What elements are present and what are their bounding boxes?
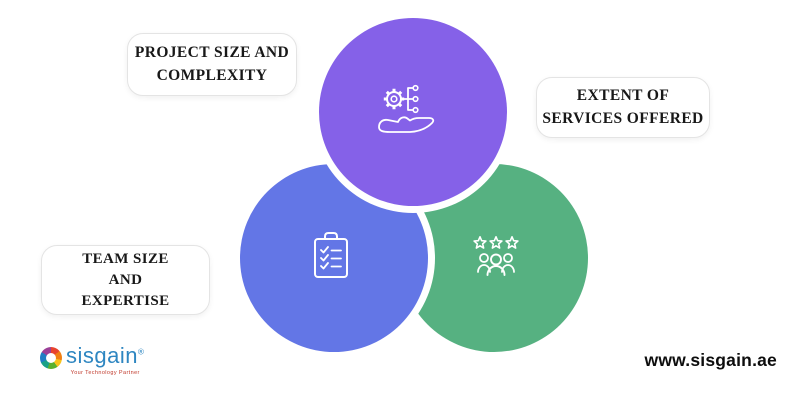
website-url: www.sisgain.ae <box>644 350 777 370</box>
logo-tagline: Your Technology Partner <box>70 370 140 376</box>
checklist-rows <box>320 246 342 270</box>
label-extent-of-services: EXTENT OF SERVICES OFFERED <box>536 77 710 138</box>
label-team-size-expertise: TEAM SIZE AND EXPERTISE <box>41 245 210 315</box>
label-line: SERVICES OFFERED <box>542 109 704 127</box>
gear-network-hand-icon <box>378 84 435 133</box>
clipboard-body <box>314 238 348 278</box>
label-line: TEAM SIZE <box>82 250 169 267</box>
network-branches <box>403 87 414 111</box>
registered-mark: ® <box>137 347 145 357</box>
person-body <box>486 265 506 276</box>
logo-wordmark: sisgain® <box>66 345 144 367</box>
network-node <box>412 84 419 92</box>
label-line: AND <box>108 271 143 288</box>
person-head <box>479 253 489 263</box>
label-line: EXTENT OF <box>576 87 670 105</box>
clipboard-checklist-icon <box>314 232 348 278</box>
services-circle <box>400 164 588 352</box>
sisgain-logo-icon <box>40 347 62 369</box>
star-icon <box>505 236 519 249</box>
label-project-size-complexity: PROJECT SIZE AND COMPLEXITY <box>127 33 297 96</box>
label-line: COMPLEXITY <box>156 66 268 84</box>
star-icon <box>489 236 503 249</box>
hand-icon <box>378 116 435 133</box>
logo-text: sisgain <box>66 343 138 368</box>
sisgain-logo: sisgain® Your Technology Partner <box>40 345 144 376</box>
star-icon <box>473 236 487 249</box>
clipboard-clip <box>324 232 338 240</box>
person-head <box>490 253 502 266</box>
person-head <box>503 253 513 263</box>
label-line: PROJECT SIZE AND <box>134 44 290 62</box>
network-node <box>412 95 419 103</box>
network-node <box>412 106 419 114</box>
team-rating-icon <box>473 236 519 276</box>
label-line: EXPERTISE <box>81 292 170 309</box>
project-circle <box>319 18 507 206</box>
